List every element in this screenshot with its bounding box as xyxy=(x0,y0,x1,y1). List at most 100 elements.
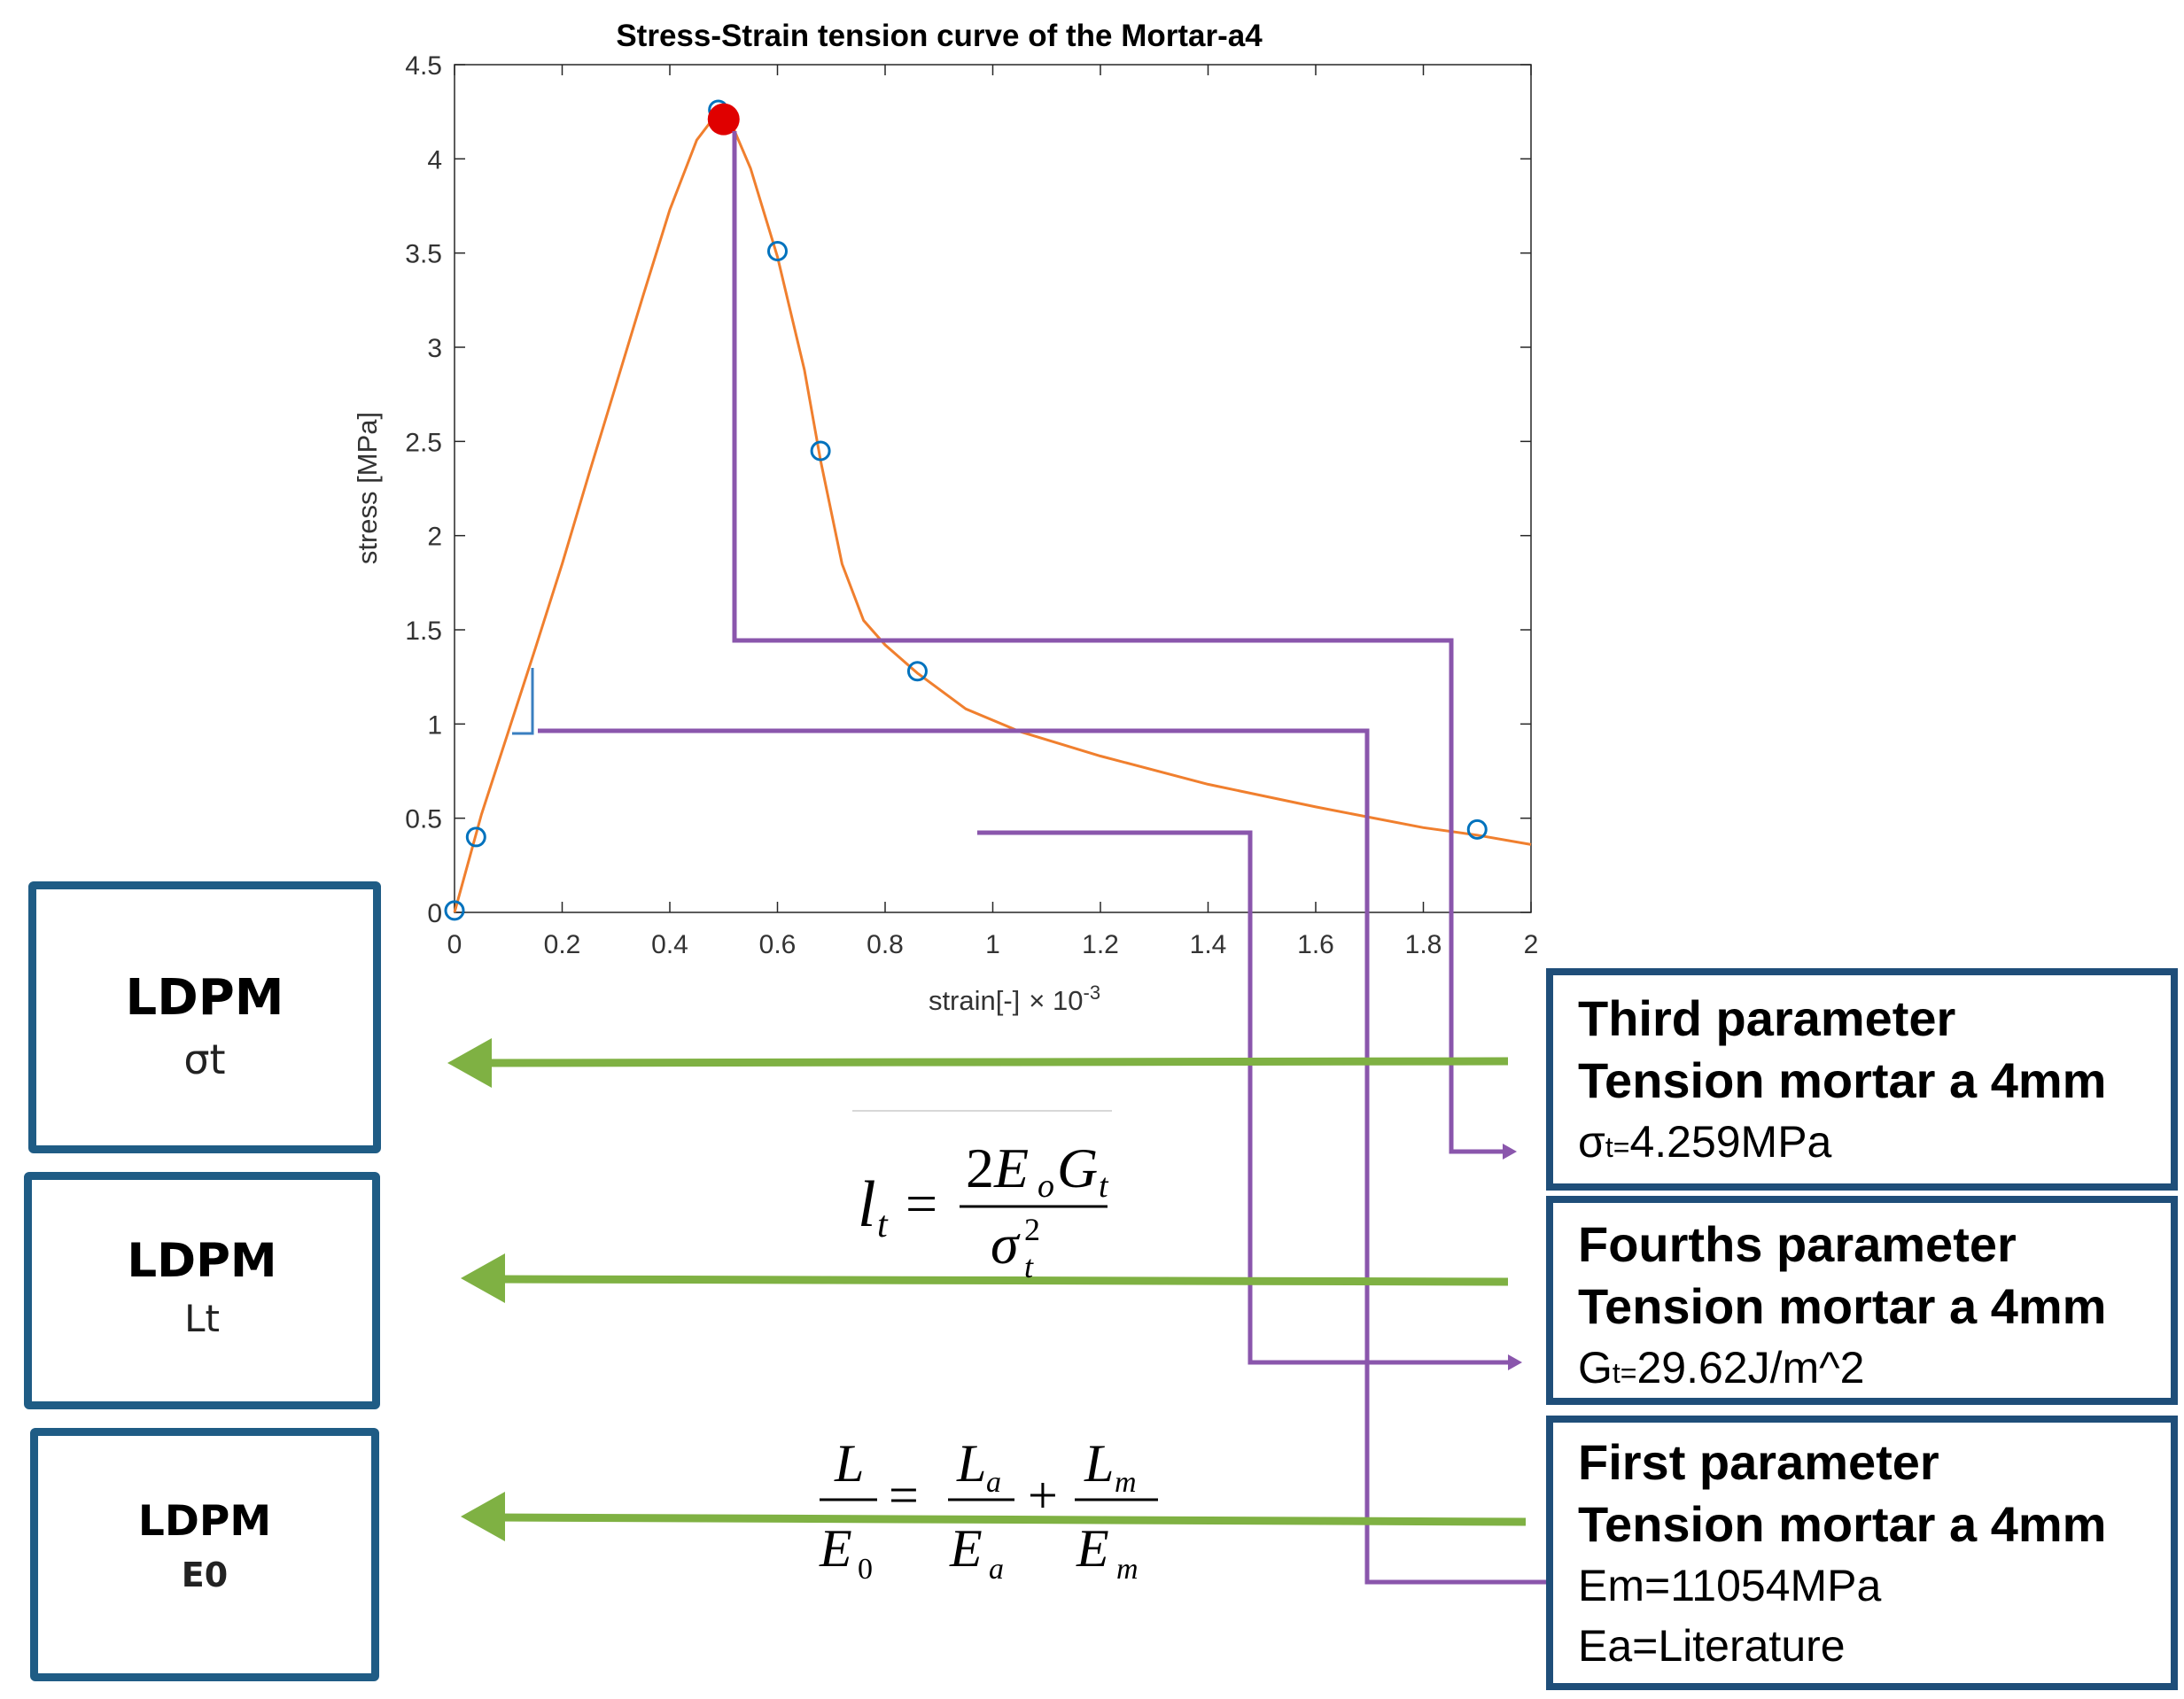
x-axis-exponent: -3 xyxy=(1084,981,1101,1004)
connector-fourth-arrowhead xyxy=(1508,1354,1522,1370)
y-axis-label: stress [MPa] xyxy=(352,412,383,564)
x-tick-label: 1.4 xyxy=(1190,930,1227,959)
ldpm-title: LDPM xyxy=(127,1234,277,1288)
svg-text:L: L xyxy=(834,1434,864,1493)
svg-text:+: + xyxy=(1028,1466,1058,1524)
param-value-line: Ea=Literature xyxy=(1578,1621,1846,1671)
svg-text:=: = xyxy=(905,1172,937,1235)
x-tick-label: 1.6 xyxy=(1297,930,1334,959)
data-point-marker xyxy=(906,661,928,682)
svg-text:0: 0 xyxy=(858,1553,873,1586)
data-point-marker xyxy=(1466,818,1488,840)
ldpm-title: LDPM xyxy=(137,1497,272,1546)
y-tick-label: 1 xyxy=(427,710,442,740)
data-point-marker xyxy=(810,440,831,462)
param-title: Fourths parameter xyxy=(1578,1216,2017,1272)
param-subscript: t= xyxy=(1612,1357,1637,1389)
param-value-line: σt=4.259MPa xyxy=(1578,1112,2171,1177)
param-box-third: Third parameter Tension mortar a 4mm σt=… xyxy=(1546,968,2178,1191)
param-value: 4.259MPa xyxy=(1629,1117,1832,1167)
x-axis-label-text: strain[-] xyxy=(929,985,1020,1016)
ldpm-box-lt: LDPM Lt xyxy=(24,1172,380,1409)
svg-text:m: m xyxy=(1116,1553,1139,1586)
svg-text:2: 2 xyxy=(1024,1212,1040,1247)
connector-third-arrowhead xyxy=(1503,1144,1517,1160)
svg-text:o: o xyxy=(1038,1168,1054,1205)
svg-text:L: L xyxy=(956,1434,986,1493)
connector-area-to-fourth xyxy=(977,830,1512,1365)
arrow-third-head xyxy=(447,1038,492,1088)
curve-layer xyxy=(453,109,1532,913)
x-tick-label: 1.2 xyxy=(1082,930,1119,959)
svg-text:L: L xyxy=(1084,1434,1114,1493)
ldpm-symbol: σt xyxy=(183,1036,226,1083)
svg-text:E: E xyxy=(819,1519,852,1578)
param-title: Third parameter xyxy=(1578,990,1956,1046)
param-subtitle: Tension mortar a 4mm xyxy=(1578,1496,2107,1552)
arrow-third-to-ldpm xyxy=(478,1057,1509,1067)
arrow-fourth-to-ldpm xyxy=(491,1275,1509,1286)
svg-text:a: a xyxy=(989,1553,1004,1586)
ldpm-symbol: Lt xyxy=(184,1297,220,1340)
y-tick-label: 2 xyxy=(427,523,442,552)
connector-slope-to-first xyxy=(538,728,1555,1585)
x-axis-ticks: 0 0.2 0.4 0.6 0.8 1 1.2 1.4 1.6 1.8 2 xyxy=(447,65,1539,959)
ldpm-title: LDPM xyxy=(125,969,284,1027)
param-title: First parameter xyxy=(1578,1434,1939,1490)
y-tick-label: 0 xyxy=(427,899,442,928)
param-subtitle: Tension mortar a 4mm xyxy=(1578,1052,2107,1108)
arrow-fourth-head xyxy=(461,1253,505,1303)
svg-text:a: a xyxy=(986,1466,1001,1499)
plot-area xyxy=(454,64,1532,913)
x-tick-label: 0.2 xyxy=(544,930,581,959)
svg-text:=: = xyxy=(889,1466,919,1524)
x-tick-label: 2 xyxy=(1524,930,1539,959)
svg-text:l: l xyxy=(858,1168,876,1241)
y-axis-ticks: 0 0.5 1 1.5 2 2.5 3 3.5 4 4.5 xyxy=(405,51,1531,928)
ldpm-box-e0: LDPM E0 xyxy=(30,1428,379,1681)
chart-title: Stress-Strain tension curve of the Morta… xyxy=(616,19,1263,53)
x-axis-multiplier: × 10 xyxy=(1029,985,1083,1016)
marker-layer xyxy=(444,99,1488,921)
y-tick-label: 4.5 xyxy=(405,51,442,81)
svg-text:E: E xyxy=(1076,1519,1109,1578)
svg-text:G: G xyxy=(1057,1137,1098,1199)
x-tick-label: 1.8 xyxy=(1405,930,1442,959)
stress-strain-curve xyxy=(453,109,1532,913)
param-value: 29.62J/m^2 xyxy=(1636,1343,1865,1393)
formula-lt: l t = 2E o G t σ 2 t xyxy=(852,1110,1112,1284)
x-tick-label: 0.6 xyxy=(759,930,797,959)
svg-text:t: t xyxy=(877,1205,889,1245)
data-point-marker xyxy=(465,826,486,848)
ldpm-symbol: E0 xyxy=(181,1555,229,1594)
param-value-line: Em=11054MPa xyxy=(1578,1561,1882,1610)
y-tick-label: 2.5 xyxy=(405,428,442,457)
svg-text:σ: σ xyxy=(991,1213,1021,1276)
x-tick-label: 0.8 xyxy=(867,930,904,959)
y-tick-label: 0.5 xyxy=(405,805,442,834)
ldpm-box-sigma: LDPM σt xyxy=(28,881,381,1153)
x-tick-label: 0.4 xyxy=(651,930,688,959)
formula-e0: L E 0 = L a E a + L m E m xyxy=(819,1434,1158,1586)
data-point-marker xyxy=(767,241,788,262)
y-tick-label: 4 xyxy=(427,145,442,175)
peak-point-marker xyxy=(707,103,740,136)
slope-indicator xyxy=(512,668,534,735)
svg-text:t: t xyxy=(1024,1249,1034,1284)
x-tick-label: 1 xyxy=(985,930,1000,959)
param-subscript: t= xyxy=(1605,1131,1630,1163)
x-axis-label: strain[-] × 10-3 xyxy=(929,981,1100,1016)
param-symbol: G xyxy=(1578,1343,1613,1393)
data-point-marker xyxy=(444,900,465,921)
arrow-first-to-ldpm xyxy=(491,1513,1527,1526)
svg-text:t: t xyxy=(1099,1168,1109,1205)
param-box-fourth: Fourths parameter Tension mortar a 4mm G… xyxy=(1546,1196,2178,1405)
param-value-line: Gt=29.62J/m^2 xyxy=(1578,1338,2171,1403)
y-tick-label: 3 xyxy=(427,334,442,363)
param-subtitle: Tension mortar a 4mm xyxy=(1578,1278,2107,1334)
y-tick-label: 3.5 xyxy=(405,240,442,269)
param-symbol: σ xyxy=(1578,1117,1605,1167)
y-tick-label: 1.5 xyxy=(405,617,442,646)
x-tick-label: 0 xyxy=(447,930,462,959)
